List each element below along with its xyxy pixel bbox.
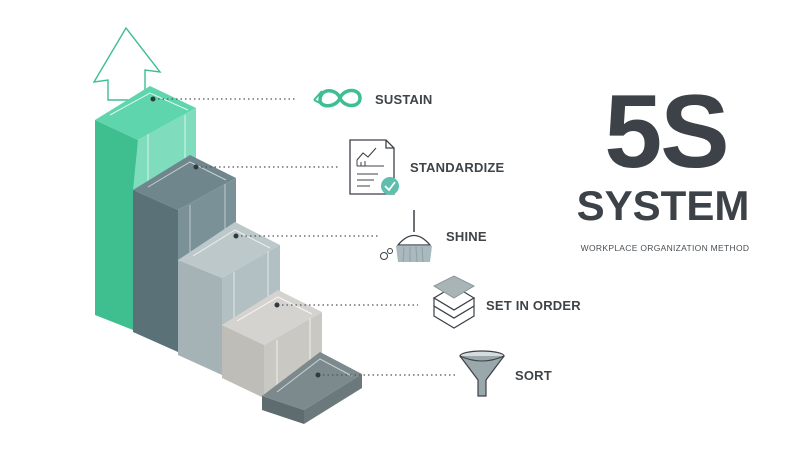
step-block-standardize [133, 155, 236, 352]
title-5s: 5S [604, 74, 729, 190]
connector-dot [233, 233, 239, 239]
step-block-sort [262, 352, 362, 424]
up-arrow-icon [92, 26, 162, 101]
connector-dot [315, 372, 321, 378]
step-label-shine: SHINE [446, 229, 487, 244]
funnel-icon [459, 350, 505, 397]
stacked-layers-icon [432, 275, 476, 329]
step-block-set-in-order [222, 290, 322, 398]
connector-dot [274, 302, 280, 308]
step-label-sort: SORT [515, 368, 552, 383]
connector-dot [193, 164, 199, 170]
checklist-document-icon [349, 139, 399, 195]
infinity-icon [313, 88, 362, 108]
broom-icon [380, 210, 432, 263]
step-label-sustain: SUSTAIN [375, 92, 433, 107]
step-label-standardize: STANDARDIZE [410, 160, 505, 175]
step-label-set-in-order: SET IN ORDER [486, 298, 581, 313]
connector-dot [150, 96, 156, 102]
subtitle: WORKPLACE ORGANIZATION METHOD [580, 243, 750, 253]
title-system: SYSTEM [576, 182, 750, 229]
step-block-sustain [95, 86, 196, 330]
